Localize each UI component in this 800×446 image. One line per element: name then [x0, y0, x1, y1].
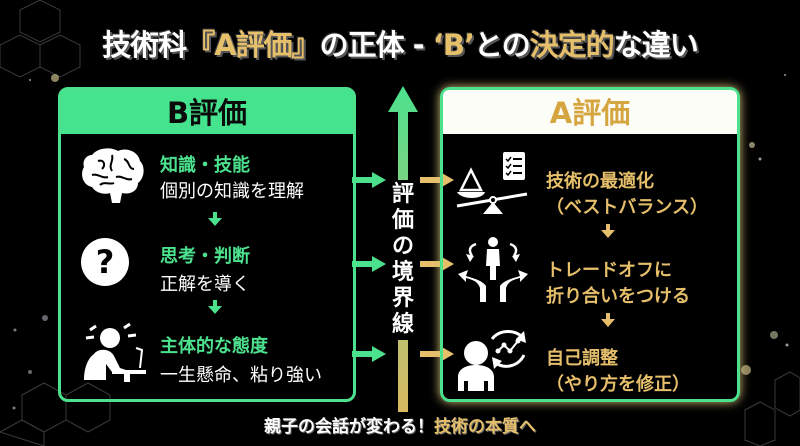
a-item-line1: トレードオフに: [546, 260, 672, 281]
a-item-line2: 折り合いをつける: [546, 286, 690, 307]
a-item-line2: （やり方を修正）: [546, 374, 690, 395]
page-title: 技術科『A評価』の正体 - ‘B’との決定的な違い: [0, 22, 800, 64]
svg-text:?: ?: [96, 243, 115, 281]
b-item-title: 主体的な態度: [160, 336, 268, 357]
title-segment: の正体 -: [319, 28, 433, 62]
arrow-right-icon: [352, 256, 386, 272]
b-item-desc: 一生懸命、粘り強い: [160, 365, 322, 386]
arrow-down-icon: [601, 224, 615, 238]
boundary-label-text: 評価の境界線: [391, 182, 414, 337]
b-grade-panel: B評価: [58, 87, 356, 402]
b-item-desc: 正解を導く: [160, 274, 250, 295]
arrow-down-icon: [601, 313, 615, 327]
question-icon: ?: [81, 238, 129, 286]
b-item-title: 思考・判断: [160, 246, 250, 267]
b-item-title: 知識・技能: [160, 155, 250, 176]
arrow-right-icon: [420, 172, 454, 188]
footer-highlight: 技術の本質へ: [434, 417, 536, 437]
a-grade-header: A評価: [443, 90, 737, 134]
arrow-right-icon: [420, 256, 454, 272]
title-highlight-a: 『A評価』: [186, 28, 320, 62]
person-cycle-icon: [458, 330, 526, 391]
boundary-label: 評価の境界線: [390, 182, 416, 338]
footer-text: 親子の会話が変わる！: [264, 417, 434, 437]
b-item-desc: 個別の知識を理解: [160, 181, 304, 202]
arrow-down-icon: [208, 212, 222, 226]
title-segment: 技術科: [102, 28, 187, 62]
title-highlight-b: ‘B’: [432, 28, 475, 62]
title-segment: との: [474, 28, 531, 62]
title-highlight-decisive: 決定的: [529, 28, 615, 62]
title-segment: な違い: [613, 28, 699, 62]
balance-checklist-icon: [456, 152, 528, 214]
arrow-right-icon: [352, 346, 386, 362]
b-grade-header: B評価: [61, 90, 353, 134]
a-item-line1: 自己調整: [546, 348, 618, 369]
footer-caption: 親子の会話が変わる！技術の本質へ: [0, 412, 800, 437]
arrow-right-icon: [352, 172, 386, 188]
crossroads-person-icon: [458, 237, 528, 302]
arrow-down-icon: [208, 300, 222, 314]
divider-label-bg: [388, 180, 418, 340]
a-grade-panel: A評価: [440, 87, 740, 402]
a-item-line1: 技術の最適化: [546, 171, 654, 192]
brain-icon: [82, 148, 144, 203]
arrow-right-icon: [420, 346, 454, 362]
a-item-line2: （ベストバランス）: [546, 197, 708, 218]
struggling-worker-icon: [84, 322, 146, 382]
